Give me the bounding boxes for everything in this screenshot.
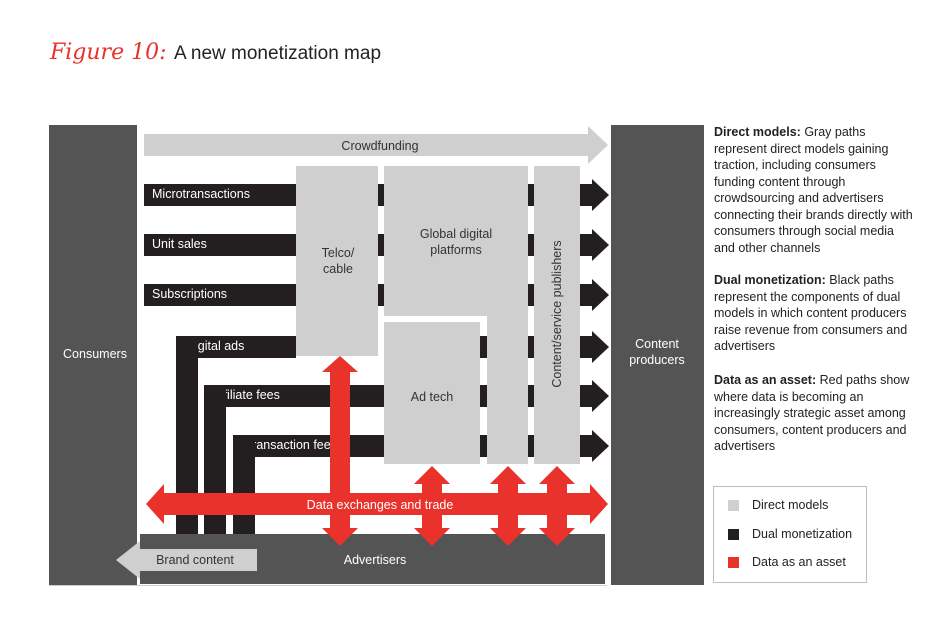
connector-publishers-4 <box>528 336 534 358</box>
red-vertical-platforms <box>490 466 526 546</box>
red-vertical-telco <box>322 356 358 546</box>
brand-content-arrow-shape <box>116 541 257 579</box>
figure-label: Figure 10: <box>50 40 167 65</box>
legend: Direct models Dual monetization Data as … <box>713 486 867 583</box>
red-vertical-adtech <box>414 466 450 546</box>
connector-telco-2 <box>378 234 384 256</box>
connector-telco-3 <box>378 284 384 306</box>
note-dual-text: Black paths represent the components of … <box>714 273 908 353</box>
data-exchanges-label: Data exchanges and trade <box>306 498 454 512</box>
connector-publishers-3 <box>528 284 534 306</box>
legend-label-direct: Direct models <box>752 498 829 512</box>
data-exchanges-arrow <box>146 484 608 524</box>
legend-swatch-dual <box>728 529 739 540</box>
legend-swatch-data <box>728 557 739 568</box>
global-platforms-extension <box>487 316 528 464</box>
figure-title: A new monetization map <box>174 43 382 64</box>
note-dual-monetization: Dual monetization: Black paths represent… <box>714 272 914 355</box>
legend-swatch-direct <box>728 500 739 511</box>
note-direct-heading: Direct models: <box>714 125 801 139</box>
global-platforms-label: Global digital platforms <box>419 227 493 257</box>
content-producers-column <box>611 125 704 585</box>
note-data-asset: Data as an asset: Red paths show where d… <box>714 372 914 455</box>
black-arrow-1 <box>580 179 609 211</box>
red-vertical-publishers <box>539 466 575 546</box>
legend-label-dual: Dual monetization <box>752 527 853 541</box>
digital-ads-bar: Digital ads <box>176 336 296 358</box>
subscriptions-label: Subscriptions <box>152 287 228 301</box>
microtransactions-label: Microtransactions <box>152 187 250 201</box>
consumers-column <box>49 125 137 585</box>
consumers-label: Consumers <box>63 347 127 361</box>
note-direct-text: Gray paths represent direct models gaini… <box>714 125 913 255</box>
black-arrow-3 <box>580 279 609 311</box>
microtransactions-bar: Microtransactions <box>144 184 296 206</box>
note-direct-models: Direct models: Gray paths represent dire… <box>714 124 914 256</box>
black-arrow-5 <box>580 380 609 412</box>
transaction-fees-label: Transaction fees <box>245 438 337 452</box>
ad-tech-box <box>384 322 480 464</box>
global-platforms-box <box>384 166 528 316</box>
connector-publishers-6 <box>528 435 534 457</box>
connector-adtech-1 <box>480 336 487 358</box>
connector-telco-1 <box>378 184 384 206</box>
crowdfunding-label: Crowdfunding <box>341 139 419 153</box>
black-arrow-4 <box>580 331 609 363</box>
crowdfunding-arrow-shape <box>144 126 608 164</box>
content-producers-label: Content producers <box>629 337 685 367</box>
subscriptions-bar: Subscriptions <box>144 284 296 306</box>
ad-tech-label: Ad tech <box>410 390 454 404</box>
note-data-text: Red paths show where data is becoming an… <box>714 373 910 453</box>
unit-sales-bar: Unit sales <box>144 234 296 256</box>
black-arrow-2 <box>580 229 609 261</box>
legend-label-data: Data as an asset <box>752 555 846 569</box>
telco-cable-box <box>296 166 378 356</box>
note-dual-heading: Dual monetization: <box>714 273 826 287</box>
connector-adtech-2 <box>480 385 487 407</box>
telco-cable-label: Telco/ cable <box>321 246 355 276</box>
digital-ads-label: Digital ads <box>186 339 245 353</box>
advertisers-label: Advertisers <box>343 553 407 567</box>
affiliate-fees-label: Affiliate fees <box>212 388 280 402</box>
connector-publishers-1 <box>528 184 534 206</box>
digital-ads-leg <box>176 336 198 534</box>
connector-publishers-5 <box>528 385 534 407</box>
content-publishers-box <box>534 166 580 464</box>
note-data-heading: Data as an asset: <box>714 373 817 387</box>
connector-publishers-2 <box>528 234 534 256</box>
brand-content-label: Brand content <box>156 553 234 567</box>
black-arrow-6 <box>580 430 609 462</box>
unit-sales-label: Unit sales <box>152 237 207 251</box>
connector-adtech-3 <box>480 435 487 457</box>
